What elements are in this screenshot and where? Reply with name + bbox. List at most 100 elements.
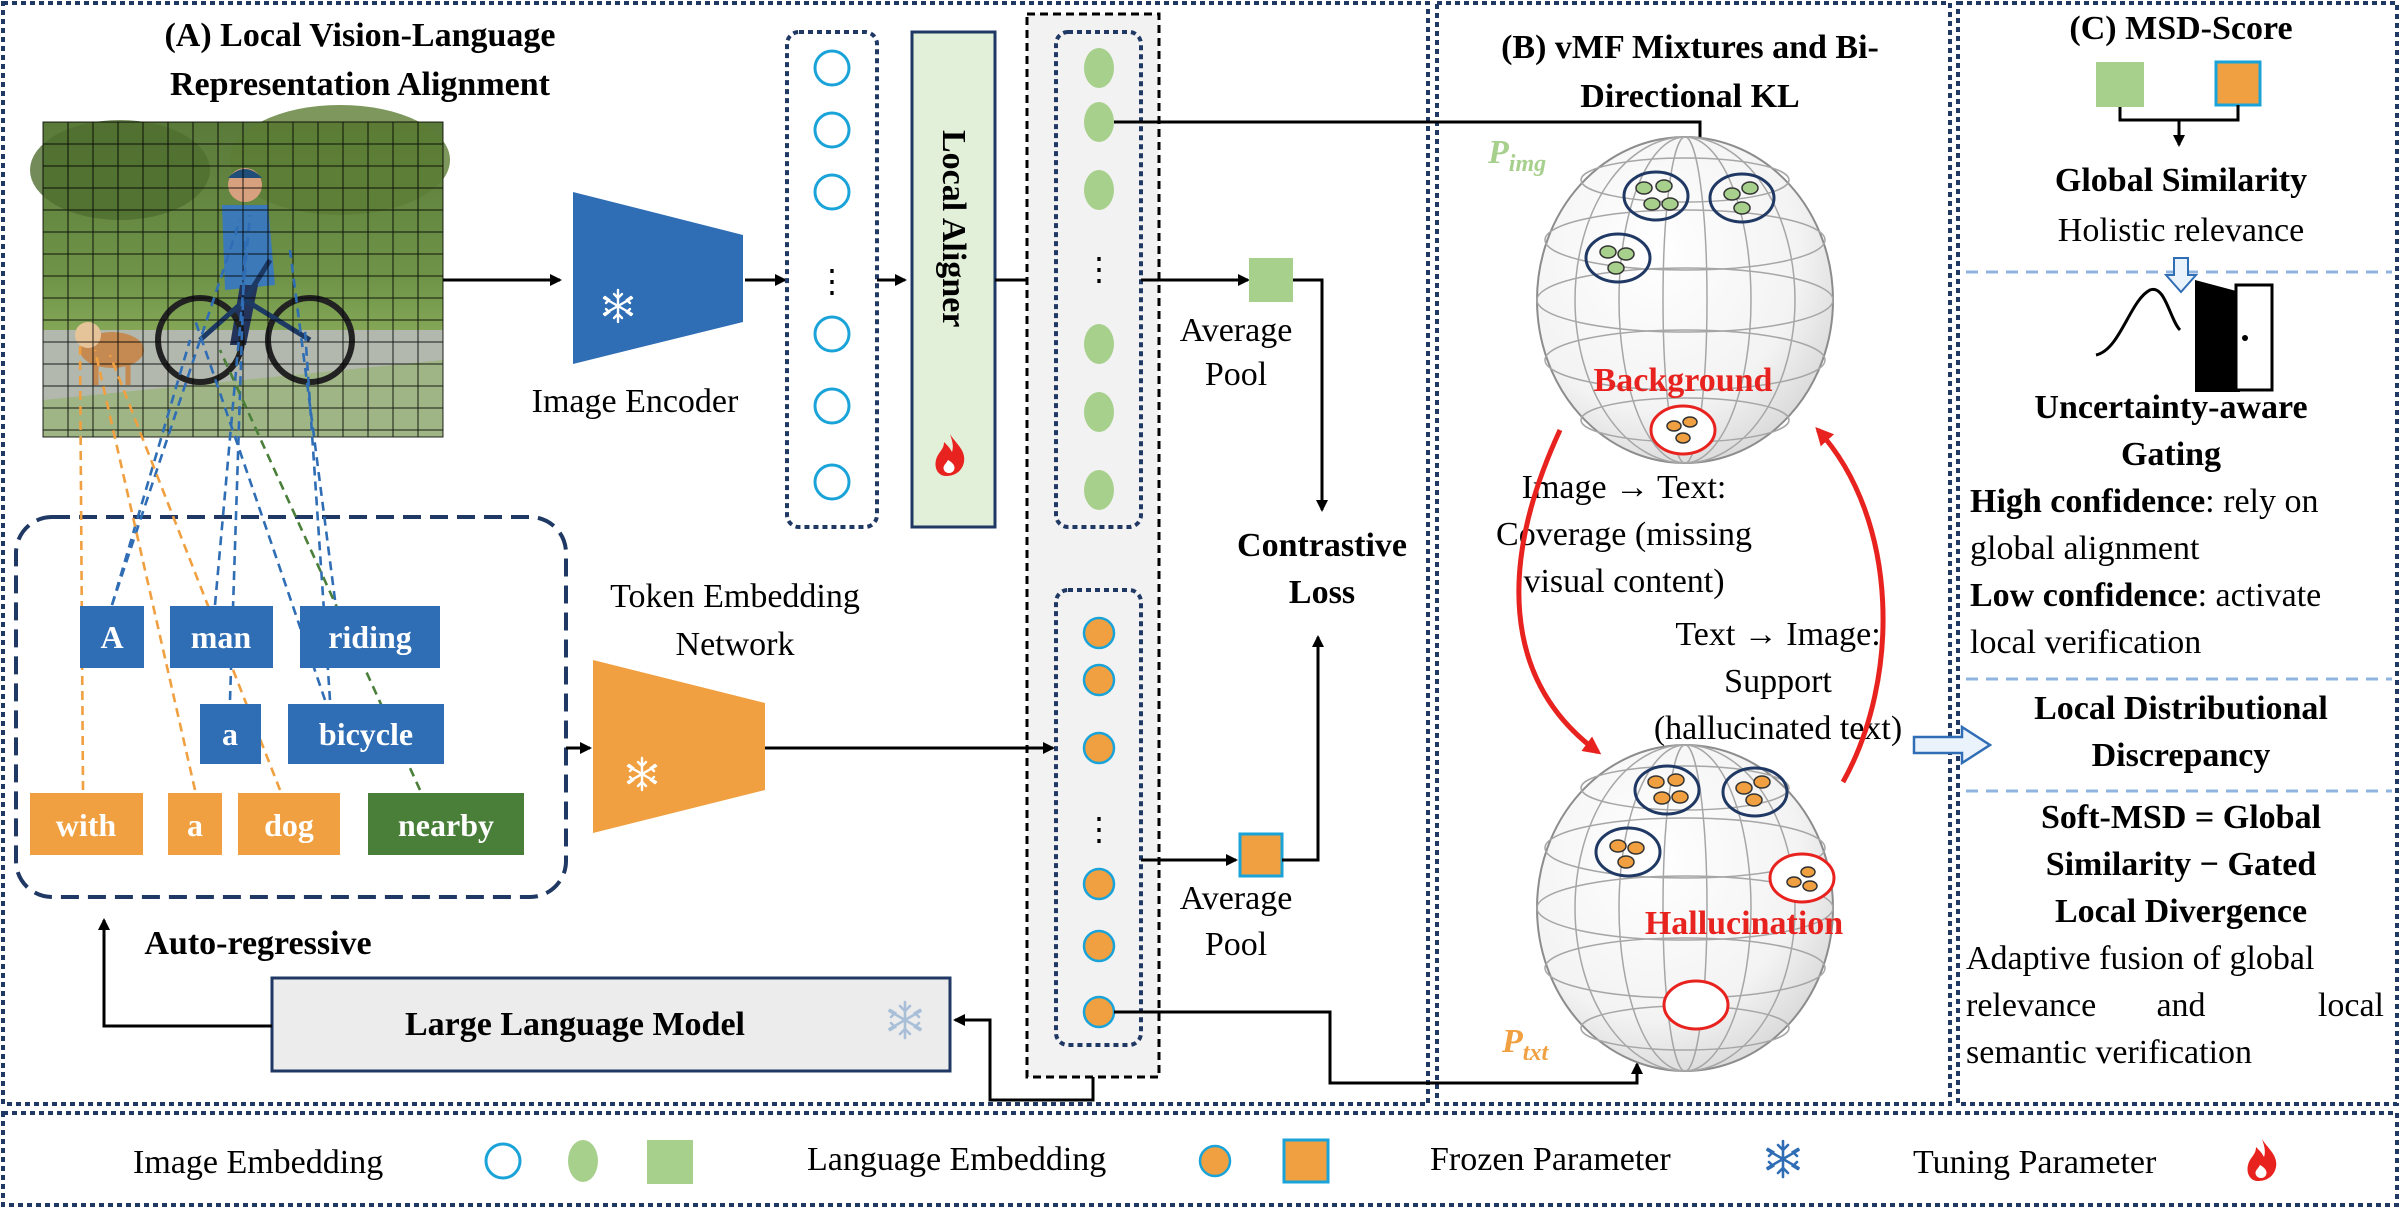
token-riding: riding	[300, 606, 440, 668]
language-node	[1082, 867, 1116, 901]
token-a: A	[80, 606, 144, 668]
input-image	[30, 105, 450, 438]
token-dog: dog	[238, 793, 340, 855]
language-score-square	[2214, 60, 2262, 107]
ldd-label-1: Local Distributional	[2034, 690, 2328, 727]
language-node	[1082, 929, 1116, 963]
svg-text:riding: riding	[328, 619, 412, 655]
arrow-text-to-image-kl	[1815, 427, 1886, 784]
arrow-llm-to-tokens	[98, 918, 272, 1028]
svg-text:dog: dog	[264, 807, 314, 843]
auto-regressive-label: Auto-regressive	[144, 925, 371, 962]
legend-green-ellipse	[568, 1140, 598, 1182]
embedding-stack: ⋮ ⋮	[1025, 12, 1161, 1079]
adaptive-line2a: relevance	[1966, 987, 2096, 1024]
low-confidence-line2: local verification	[1970, 624, 2201, 661]
image-embedding-node	[813, 173, 851, 211]
text-to-image-line2: Support	[1724, 663, 1832, 700]
ellipsis: ⋮	[816, 263, 848, 299]
legend-language-embedding: Language Embedding	[807, 1141, 1106, 1178]
panel-b-title-line1: (B) vMF Mixtures and Bi-	[1501, 29, 1879, 66]
language-node	[1082, 663, 1116, 697]
arrow-image-pool-to-loss	[1293, 278, 1328, 512]
image-vmf-cluster	[1584, 232, 1652, 284]
image-embedding-node	[813, 49, 851, 87]
ellipsis: ⋮	[1083, 811, 1115, 847]
token-man: man	[170, 606, 273, 668]
legend-frozen: Frozen Parameter	[1430, 1141, 1671, 1178]
text-to-image-line1: Text → Image:	[1675, 616, 1880, 653]
legend-tuning: Tuning Parameter	[1913, 1144, 2157, 1181]
soft-msd-line3: Local Divergence	[2055, 893, 2307, 930]
token-nearby: nearby	[368, 793, 524, 855]
aligned-image-node	[1084, 392, 1114, 432]
wave-icon	[2095, 287, 2182, 357]
token-a2: a	[200, 704, 261, 764]
panel-a-title-line1: (A) Local Vision-Language	[164, 17, 555, 54]
panel-b-title-line2: Directional KL	[1580, 78, 1799, 115]
image-encoder-label: Image Encoder	[532, 383, 739, 420]
contrastive-loss-label-1: Contrastive	[1237, 527, 1407, 564]
aligned-image-node	[1084, 170, 1114, 210]
soft-msd-line1: Soft-MSD = Global	[2041, 799, 2321, 836]
image-vmf-cluster	[1622, 170, 1690, 222]
adaptive-line1: Adaptive fusion of global	[1966, 940, 2314, 977]
panel-a-border	[1, 1, 1430, 1106]
flame-icon	[2247, 1139, 2277, 1181]
image-to-text-line3: visual content)	[1523, 563, 1724, 600]
adaptive-line3: semantic verification	[1966, 1034, 2252, 1071]
aligned-image-node	[1084, 470, 1114, 510]
arrow-language-to-sphere	[1114, 1010, 1643, 1085]
hallucination-label: Hallucination	[1645, 905, 1843, 942]
arrow-b-to-c	[1912, 724, 1993, 766]
high-confidence-line2: global alignment	[1970, 530, 2200, 567]
background-label: Background	[1594, 362, 1773, 399]
snowflake-icon	[1766, 1139, 1800, 1179]
token-embedding-label-1: Token Embedding	[610, 578, 860, 615]
aligned-image-node	[1084, 102, 1114, 142]
p-txt-label: Ptxt	[1501, 1023, 1549, 1066]
holistic-relevance-label: Holistic relevance	[2058, 212, 2304, 249]
adaptive-line2c: local	[2318, 987, 2384, 1024]
avg-pool-image-label-2: Pool	[1205, 356, 1267, 393]
high-confidence-line1: High confidence: rely on	[1970, 483, 2318, 520]
token-embedding-label-2: Network	[676, 626, 795, 663]
legend-orange-square	[1282, 1138, 1330, 1184]
token-patch-links	[78, 214, 422, 791]
token-with: with	[30, 793, 143, 855]
bracket-combine	[2118, 105, 2240, 122]
legend-orange-circle	[1198, 1144, 1232, 1178]
gating-label-1: Uncertainty-aware	[2034, 389, 2307, 426]
legend-border	[1, 1111, 2399, 1207]
svg-text:a: a	[222, 716, 238, 752]
gating-label-2: Gating	[2121, 436, 2221, 473]
text-vmf-cluster	[1633, 764, 1701, 816]
token-box	[14, 515, 568, 899]
arrow-down-gating	[2163, 257, 2199, 294]
legend-empty-circle	[484, 1142, 522, 1180]
svg-text:bicycle: bicycle	[319, 716, 413, 752]
panel-c-title: (C) MSD-Score	[2069, 10, 2292, 47]
image-encoder	[573, 192, 743, 364]
image-score-square	[2096, 62, 2144, 107]
legend: Image Embedding Language Embedding Froze…	[133, 1138, 2277, 1184]
arrow-image-to-sphere	[1114, 120, 1706, 152]
pooled-image-embedding	[1249, 258, 1293, 302]
panel-b-border	[1435, 1, 1952, 1106]
avg-pool-language-label-1: Average	[1180, 880, 1293, 917]
p-img-label: Pimg	[1487, 134, 1546, 177]
door-icon	[2195, 280, 2274, 392]
legend-image-embedding: Image Embedding	[133, 1144, 383, 1181]
local-aligner: Local Aligner	[910, 30, 997, 529]
arrow-image-to-text-kl	[1516, 428, 1602, 755]
panel-a-title-line2: Representation Alignment	[170, 66, 551, 103]
token-embedding-network	[593, 660, 765, 833]
global-similarity-label: Global Similarity	[2055, 162, 2307, 199]
image-vmf-cluster	[1708, 172, 1776, 224]
soft-msd-line2: Similarity − Gated	[2046, 846, 2317, 883]
arrow-language-pool-to-loss	[1282, 635, 1324, 862]
text-vmf-cluster	[1594, 826, 1662, 878]
svg-text:man: man	[191, 619, 252, 655]
token-bicycle: bicycle	[288, 704, 444, 764]
